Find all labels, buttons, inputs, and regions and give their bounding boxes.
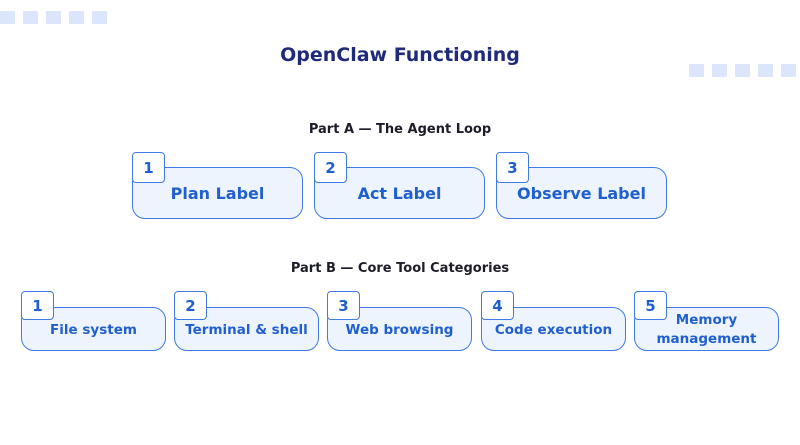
category-number-badge: 1 <box>21 291 54 320</box>
category-number-badge: 2 <box>174 291 207 320</box>
decor-square <box>758 64 773 77</box>
category-label: Terminal & shell <box>185 321 308 338</box>
decor-square <box>0 11 15 24</box>
category-number-badge: 3 <box>327 291 360 320</box>
decor-square <box>781 64 796 77</box>
category-number-badge: 4 <box>481 291 514 320</box>
category-label: Web browsing <box>345 321 454 338</box>
step-label: Observe Label <box>517 183 646 203</box>
page-title: OpenClaw Functioning <box>280 44 520 66</box>
part-a-heading: Part A — The Agent Loop <box>308 122 492 137</box>
decor-square <box>92 11 107 24</box>
decor-square <box>689 64 704 77</box>
category-number-badge: 5 <box>634 291 667 320</box>
decor-square <box>735 64 750 77</box>
decorative-squares-top-left <box>0 11 107 24</box>
part-b-heading: Part B — Core Tool Categories <box>290 261 510 276</box>
step-number-badge: 2 <box>314 152 347 183</box>
step-number-badge: 3 <box>496 152 529 183</box>
decor-square <box>69 11 84 24</box>
category-label: File system <box>50 321 137 338</box>
category-label: Code execution <box>494 321 613 338</box>
step-label: Plan Label <box>170 183 265 203</box>
step-label: Act Label <box>357 183 442 203</box>
decor-square <box>23 11 38 24</box>
decorative-squares-top-right <box>689 64 796 77</box>
category-label: Memory management <box>656 312 757 347</box>
decor-square <box>46 11 61 24</box>
decor-square <box>712 64 727 77</box>
step-number-badge: 1 <box>132 152 165 183</box>
